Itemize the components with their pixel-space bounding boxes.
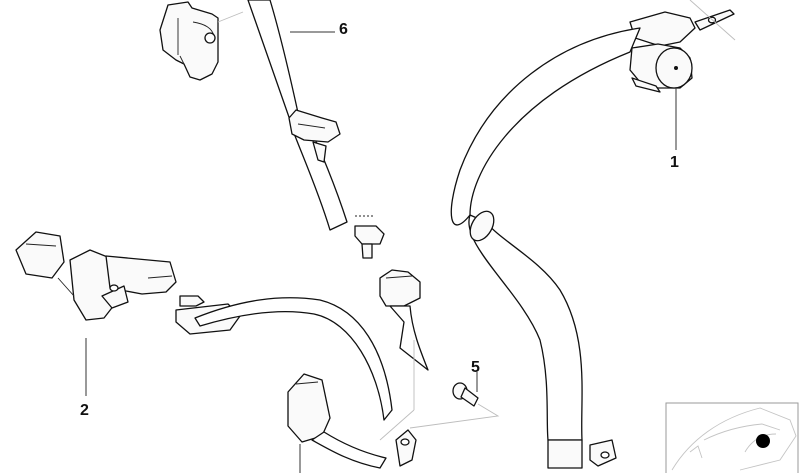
part-2-artwork[interactable] bbox=[15, 231, 177, 321]
part-label-5[interactable]: 5 bbox=[471, 359, 480, 376]
part-1-artwork[interactable] bbox=[450, 0, 736, 469]
part-6-artwork[interactable] bbox=[159, 0, 385, 259]
part-5-artwork[interactable] bbox=[409, 382, 500, 429]
part-label-6[interactable]: 6 bbox=[339, 21, 348, 38]
part-label-1[interactable]: 1 bbox=[670, 154, 679, 171]
center-buckle-artwork[interactable] bbox=[379, 269, 429, 441]
location-marker-icon bbox=[756, 434, 770, 448]
lap-belt-artwork[interactable] bbox=[175, 295, 417, 469]
vehicle-locator-inset bbox=[665, 402, 799, 473]
part-label-2[interactable]: 2 bbox=[80, 402, 89, 419]
